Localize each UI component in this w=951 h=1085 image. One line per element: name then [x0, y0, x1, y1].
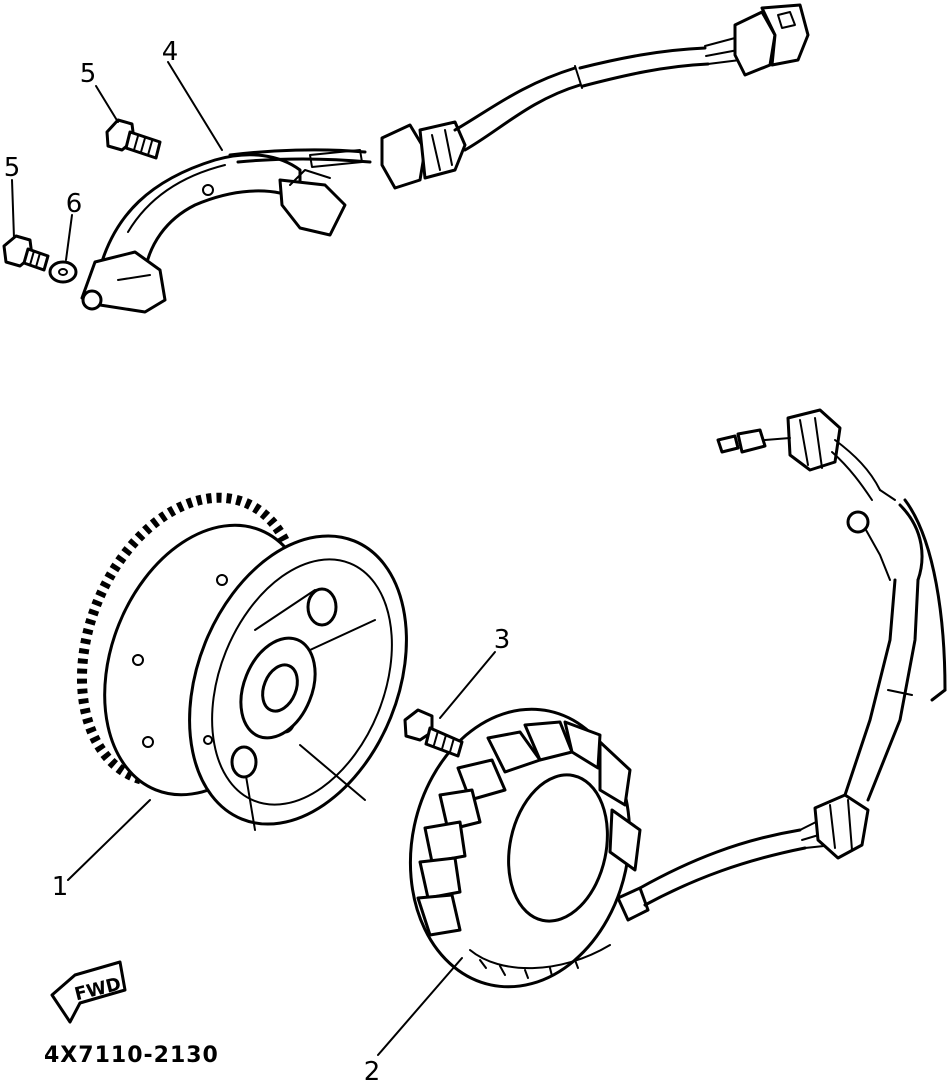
stator-bolt	[403, 708, 464, 758]
rotor-flywheel	[76, 492, 408, 831]
bolt-left	[2, 234, 50, 272]
stator-assembly	[408, 707, 650, 989]
callout-4: 4	[162, 37, 179, 67]
washer	[48, 260, 78, 284]
callout-2: 2	[364, 1057, 381, 1085]
callout-1: 1	[52, 872, 69, 902]
pickup-coil-assembly	[80, 3, 810, 314]
drawing-code: 4X7110-2130	[44, 1043, 219, 1068]
callout-5-upper: 5	[80, 59, 97, 89]
stator-harness	[638, 408, 947, 907]
callout-5-left: 5	[4, 153, 21, 183]
bolt-upper	[105, 118, 162, 160]
callout-3: 3	[494, 625, 511, 655]
forward-arrow-icon: FWD	[50, 960, 127, 1024]
callout-6: 6	[66, 189, 83, 219]
callout-labels: 1 2 3 4 5 5 6	[4, 37, 511, 1085]
leader-lines	[11, 61, 496, 1056]
